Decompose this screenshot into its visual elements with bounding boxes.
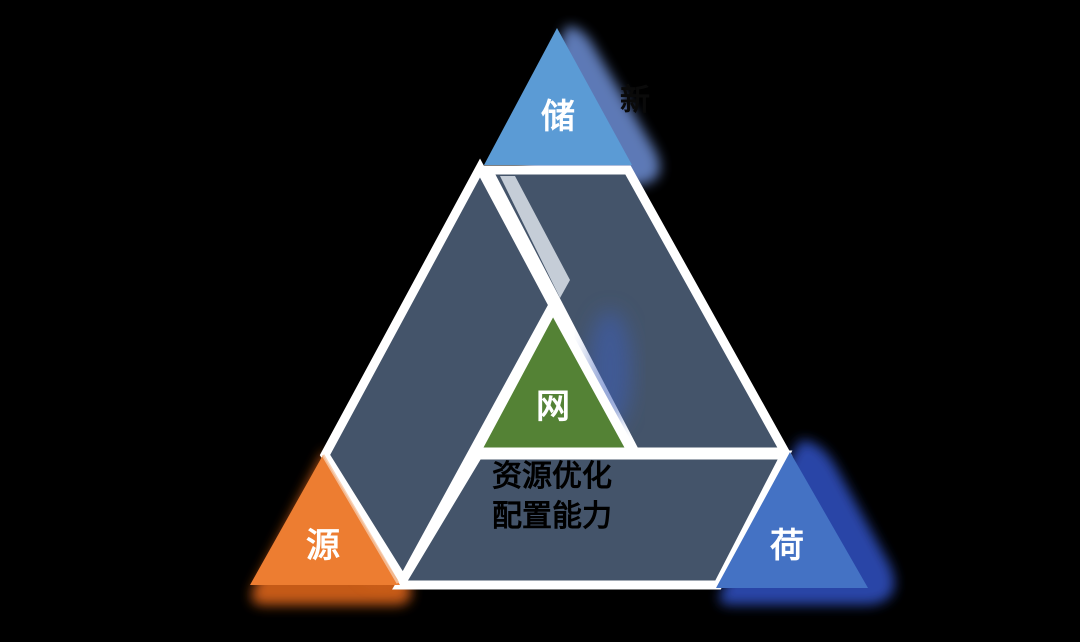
caption-line-1: 资源优化 — [492, 459, 612, 494]
center-caption: 资源优化 配置能力 — [492, 459, 612, 534]
load-label: 荷 — [770, 526, 804, 566]
hidden-caption-fragment: 新 — [620, 83, 650, 118]
load-node: 荷 — [716, 452, 868, 588]
storage-label: 储 — [541, 97, 575, 137]
grid-label: 网 — [536, 387, 570, 427]
source-label: 源 — [306, 526, 340, 566]
grid-node: 网 — [468, 298, 640, 457]
caption-line-2: 配置能力 — [492, 499, 612, 534]
source-node: 源 — [250, 454, 400, 585]
storage-node: 储 — [484, 28, 632, 165]
